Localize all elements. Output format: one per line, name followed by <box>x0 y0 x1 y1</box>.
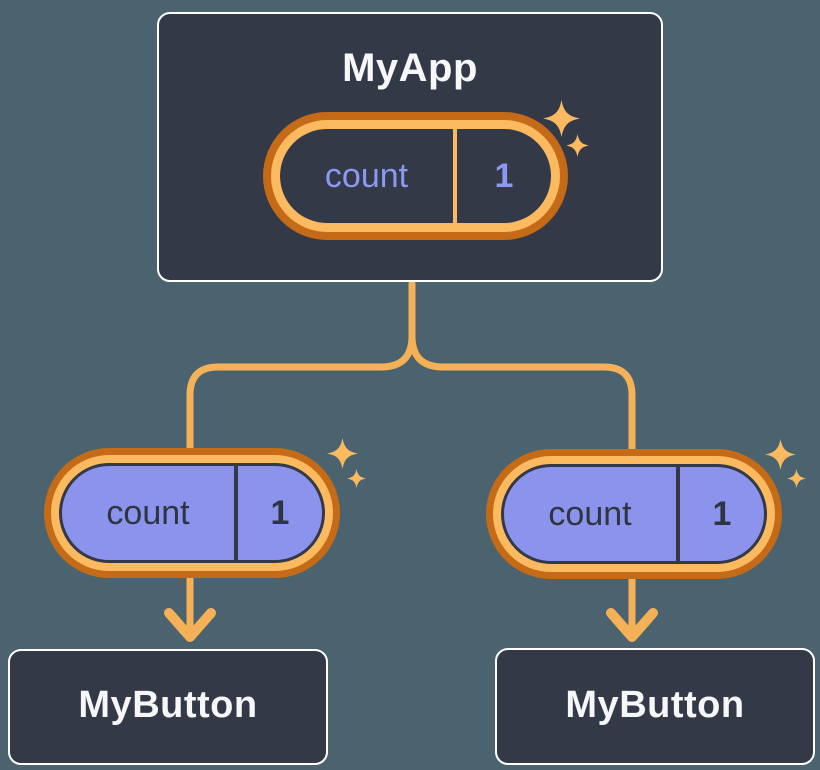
sparkle-large-icon <box>543 100 580 137</box>
arrowhead-left-icon <box>164 608 216 642</box>
sparkle-small-icon <box>566 134 589 157</box>
prop-pill: count 1 <box>44 448 340 578</box>
prop-pill-value: 1 <box>270 493 290 532</box>
connector-branch-right <box>408 280 636 634</box>
node-mybutton-title: MyButton <box>78 683 258 726</box>
state-pill: count 1 <box>263 112 568 240</box>
prop-pill-ring: count 1 <box>51 455 333 571</box>
sparkle-small-icon <box>787 469 806 488</box>
state-pill-value: 1 <box>494 156 514 195</box>
state-pill-core: count 1 <box>280 129 551 223</box>
state-pill-divider <box>453 129 457 223</box>
prop-pill-label: count <box>548 494 632 533</box>
node-mybutton-left: MyButton <box>8 649 328 765</box>
prop-pill: count 1 <box>486 449 782 579</box>
node-mybutton-right: MyButton <box>495 648 815 765</box>
prop-pill-core: count 1 <box>59 463 325 563</box>
state-pill-label: count <box>324 156 409 195</box>
sparkle-small-icon <box>347 469 366 488</box>
prop-pill-value: 1 <box>712 494 732 533</box>
sparkle-large-icon <box>327 438 358 469</box>
prop-pill-label: count <box>106 493 190 532</box>
sparkle-large-icon <box>765 439 796 470</box>
prop-pill-divider <box>234 466 238 560</box>
prop-pill-core: count 1 <box>501 464 767 564</box>
prop-pill-ring: count 1 <box>493 456 775 572</box>
state-pill-ring: count 1 <box>271 120 560 232</box>
prop-pill-divider <box>676 467 680 561</box>
arrowhead-right-icon <box>606 608 658 642</box>
node-myapp-title: MyApp <box>342 46 478 90</box>
node-mybutton-title: MyButton <box>565 683 745 726</box>
